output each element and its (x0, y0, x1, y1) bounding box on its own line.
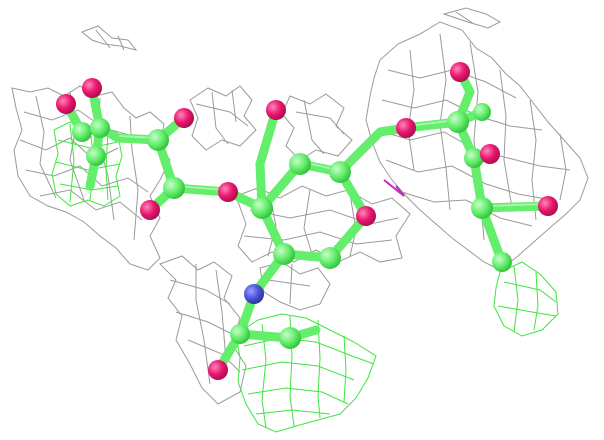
atom-carbon (473, 103, 491, 121)
atom-carbon (447, 111, 469, 133)
atom-carbon (90, 118, 110, 138)
atom-oxygen (450, 62, 470, 82)
atom-carbon (329, 161, 351, 183)
nitrogen-atoms (244, 284, 264, 304)
mesh-center-sheet (235, 185, 411, 263)
mesh-top-left-fragment (81, 25, 138, 51)
oxygen-atoms (56, 62, 558, 380)
atom-oxygen (208, 360, 228, 380)
atom-carbon (230, 324, 250, 344)
atom-carbon (147, 129, 169, 151)
atom-oxygen (82, 78, 102, 98)
atom-oxygen (218, 182, 238, 202)
atom-carbon (273, 243, 295, 265)
pink-marker (383, 179, 405, 197)
atom-oxygen (56, 94, 76, 114)
mesh-lower-right-of-n (259, 261, 331, 311)
atom-carbon (319, 247, 341, 269)
mesh-lower-middle (159, 255, 247, 405)
atom-oxygen (174, 108, 194, 128)
atom-carbon (471, 197, 493, 219)
carbon-atoms (72, 103, 512, 349)
atom-carbon (251, 197, 273, 219)
atom-carbon (289, 153, 311, 175)
atom-oxygen (396, 118, 416, 138)
atom-oxygen (356, 206, 376, 226)
atom-carbon (464, 148, 484, 168)
atom-oxygen (140, 200, 160, 220)
atom-carbon (86, 146, 106, 166)
atom-oxygen (480, 144, 500, 164)
mesh-center-upper (281, 93, 353, 161)
green-mesh-right (493, 261, 559, 337)
atom-carbon (72, 122, 92, 142)
atom-carbon (279, 327, 301, 349)
mesh-top-right-fragment (442, 7, 502, 29)
atom-carbon (492, 252, 512, 272)
mesh-top-center (189, 85, 257, 151)
atom-oxygen (538, 196, 558, 216)
atom-nitrogen (244, 284, 264, 304)
green-mesh-lower (235, 313, 377, 433)
atom-carbon (163, 177, 185, 199)
atom-oxygen (266, 100, 286, 120)
